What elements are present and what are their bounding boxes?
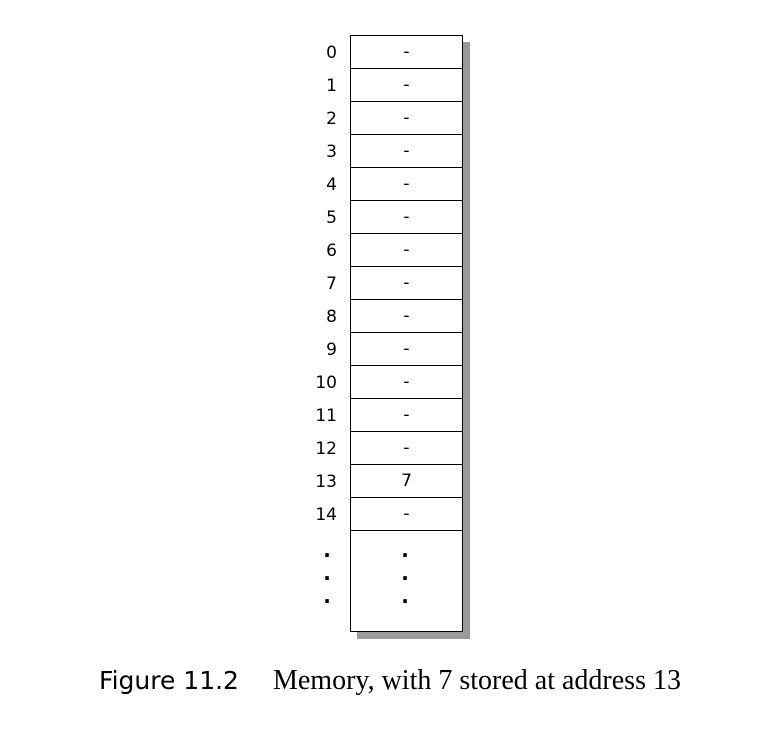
memory-address-label: 1 [326, 76, 337, 96]
memory-cell: - [351, 432, 462, 465]
memory-address-label: 3 [326, 142, 337, 162]
memory-address-label: 14 [315, 505, 337, 525]
memory-address-label: 10 [315, 373, 337, 393]
memory-cell: - [351, 168, 462, 201]
memory-column: -------------7- [350, 35, 463, 632]
memory-cell: - [351, 135, 462, 168]
caption-label: Figure 11.2 [99, 666, 239, 695]
memory-cell: 7 [351, 465, 462, 498]
memory-address-label: 8 [326, 307, 337, 327]
memory-address-label: 11 [315, 406, 337, 426]
memory-address-label: 7 [326, 274, 337, 294]
memory-cell: - [351, 36, 462, 69]
value-ellipsis-dot: · [401, 543, 409, 567]
memory-cell: - [351, 498, 462, 531]
memory-address-label: 9 [326, 340, 337, 360]
address-ellipsis-dot: · [323, 543, 331, 567]
memory-address-label: 6 [326, 241, 337, 261]
address-ellipsis-dot: · [323, 589, 331, 613]
figure-caption: Figure 11.2 Memory, with 7 stored at addr… [0, 665, 780, 697]
memory-cell: - [351, 300, 462, 333]
memory-cell: - [351, 234, 462, 267]
memory-cell: - [351, 102, 462, 135]
memory-cell: - [351, 366, 462, 399]
memory-address-label: 13 [315, 472, 337, 492]
value-ellipsis-dot: · [401, 566, 409, 590]
memory-address-label: 4 [326, 175, 337, 195]
caption-text: Memory, with 7 stored at address 13 [272, 665, 681, 696]
memory-address-label: 12 [315, 439, 337, 459]
memory-address-label: 2 [326, 109, 337, 129]
memory-cell: - [351, 333, 462, 366]
memory-address-label: 5 [326, 208, 337, 228]
memory-cell: - [351, 267, 462, 300]
memory-cell: - [351, 201, 462, 234]
address-ellipsis-dot: · [323, 566, 331, 590]
memory-cell: - [351, 69, 462, 102]
value-ellipsis-dot: · [401, 589, 409, 613]
memory-address-label: 0 [326, 43, 337, 63]
memory-cell: - [351, 399, 462, 432]
